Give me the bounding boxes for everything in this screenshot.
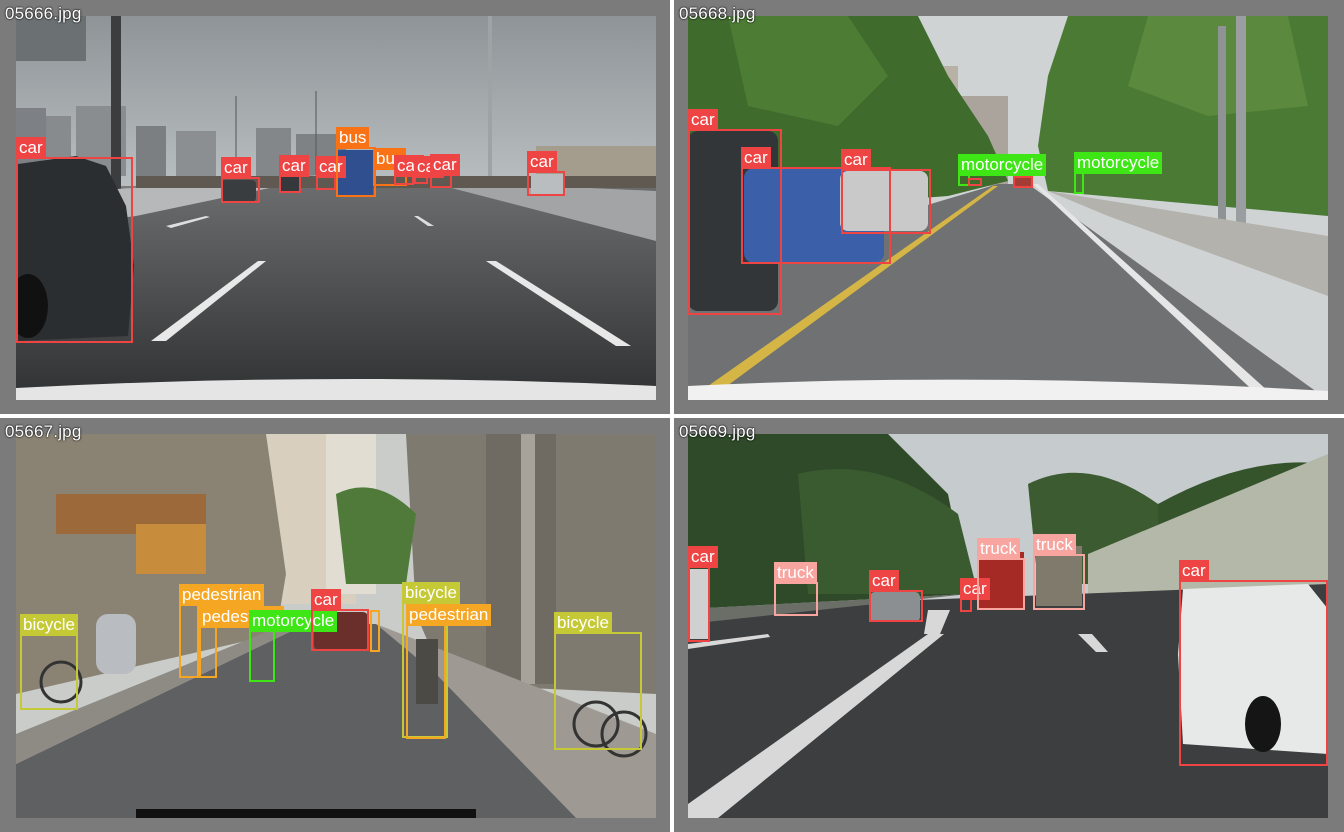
detection-label: bicycle	[402, 582, 460, 604]
detection-label: motorcycle	[958, 154, 1047, 176]
detection-label: bus	[336, 127, 370, 149]
detection-box: car	[688, 546, 718, 642]
detection-label: car	[527, 151, 557, 173]
detection-box: motorcycle	[958, 154, 1047, 186]
detection-box: car	[527, 151, 565, 196]
detection-label: truck	[774, 562, 817, 584]
detection-label: car	[688, 546, 718, 568]
detection-box: pedestrian	[406, 604, 492, 739]
detection-box: car	[1013, 176, 1033, 188]
detection-box: truck	[1033, 534, 1085, 610]
detection-box: truck	[774, 562, 818, 616]
detection-box: bus	[336, 127, 376, 197]
detection-label: car	[221, 157, 251, 179]
detection-box: car	[311, 589, 369, 651]
detection-label: truck	[1033, 534, 1076, 556]
detection-box: motorcycle	[249, 610, 338, 682]
detection-label: motorcycle	[249, 610, 338, 632]
detection-box: car	[16, 137, 133, 343]
image-filename: 05666.jpg	[5, 4, 82, 23]
tile-05667: bicycle pedestrian pedestrian motorcycle…	[0, 418, 670, 832]
detection-box: car	[316, 156, 346, 190]
detection-box: car	[221, 157, 260, 203]
detection-label: car	[1179, 560, 1209, 582]
detection-box: bicycle	[402, 582, 460, 738]
detection-box: car	[1179, 560, 1328, 766]
detection-box: pedestrian	[199, 606, 285, 678]
detection-box: bicycle	[554, 612, 642, 750]
detection-label: bicycle	[20, 614, 78, 636]
mosaic-divider-horizontal	[0, 414, 1344, 418]
image-filename: 05668.jpg	[679, 4, 756, 23]
detection-box: car	[279, 155, 309, 193]
detection-box: bicycle	[20, 614, 78, 710]
detection-label: car	[688, 109, 718, 131]
detection-box: car	[841, 149, 931, 234]
detection-box: car	[430, 154, 460, 188]
detection-box: motorcycle	[1074, 152, 1163, 194]
detection-box: pedestrian	[179, 584, 265, 678]
detection-box: pedestrian	[370, 610, 380, 652]
detection-box: car	[394, 155, 424, 185]
detection-label: car	[430, 154, 460, 176]
detection-label: car	[16, 137, 46, 159]
detection-box: car	[960, 578, 990, 612]
expressway-scene	[688, 434, 1328, 818]
tile-photo: bicycle pedestrian pedestrian motorcycle…	[16, 434, 656, 818]
detection-box: car	[414, 156, 444, 184]
tile-photo: car car car car bus bus car car	[16, 16, 656, 400]
detection-box: car	[741, 147, 891, 264]
detection-label: car	[869, 570, 899, 592]
detection-box: car	[869, 570, 923, 622]
detection-label: car	[741, 147, 771, 169]
tile-05669: car truck car car truck truck car 05669.…	[674, 418, 1344, 832]
image-filename: 05667.jpg	[5, 422, 82, 441]
detection-box: car	[688, 109, 782, 315]
detection-label: pedestrian	[179, 584, 265, 606]
image-filename: 05669.jpg	[679, 422, 756, 441]
tile-05668: car car car motorcycle motorcycle car ca…	[674, 0, 1344, 414]
detection-label: bicycle	[554, 612, 612, 634]
detection-label: car	[279, 155, 309, 177]
detection-label: pedestrian	[406, 604, 492, 626]
detection-box: car	[968, 178, 982, 186]
detection-label: motorcycle	[1074, 152, 1163, 174]
detection-label: car	[311, 589, 341, 611]
detection-label: truck	[977, 538, 1020, 560]
detection-label: car	[960, 578, 990, 600]
tile-photo: car car car motorcycle motorcycle car ca…	[688, 16, 1328, 400]
tile-photo: car truck car car truck truck car	[688, 434, 1328, 818]
narrow-street-scene	[16, 434, 656, 818]
detection-box: truck	[977, 538, 1025, 610]
tile-05666: car car car car bus bus car car	[0, 0, 670, 414]
detection-label: car	[841, 149, 871, 171]
